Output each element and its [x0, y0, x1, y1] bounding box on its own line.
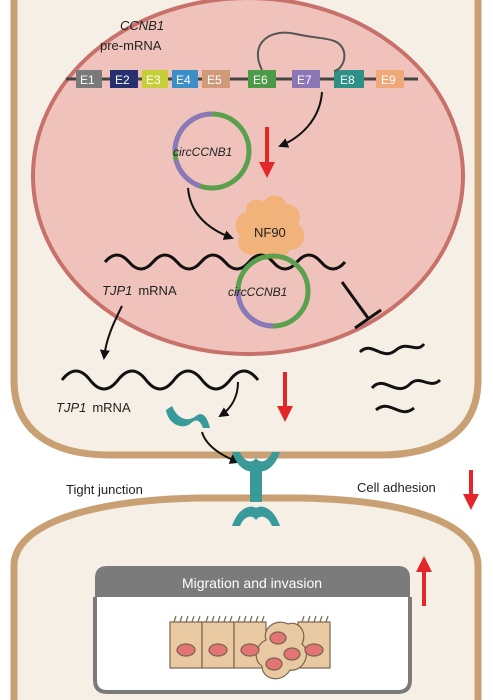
svg-text:E5: E5	[207, 73, 222, 87]
red-down-arrow-adhesion	[463, 470, 479, 510]
splice-arrow	[278, 91, 323, 148]
exon-1: E1	[76, 70, 102, 88]
nf90-label: NF90	[254, 225, 286, 240]
tjp1-mrna-wave-cytoplasm	[60, 369, 260, 391]
svg-text:E4: E4	[176, 73, 191, 87]
svg-text:E9: E9	[381, 73, 396, 87]
exon-4: E4	[172, 70, 198, 88]
inhibition-line	[340, 281, 382, 330]
svg-text:E7: E7	[297, 73, 312, 87]
red-down-arrow-cytoplasm	[277, 372, 293, 422]
red-up-arrow-migration	[416, 556, 432, 606]
circccnb1-label-top: circCCNB1	[173, 145, 232, 159]
circccnb1-ring-bottom	[235, 253, 311, 329]
exon-8: E8	[334, 70, 364, 88]
gene-subtitle: pre-mRNA	[100, 38, 162, 53]
tight-junction-protein	[232, 452, 280, 526]
svg-text:E3: E3	[146, 73, 161, 87]
junction-arrow	[201, 431, 240, 464]
cell-adhesion-label: Cell adhesion	[357, 480, 436, 495]
nucleus	[31, 0, 465, 356]
exon-6: E6	[248, 70, 276, 88]
mrna-export-arrow	[99, 305, 123, 360]
exon-3: E3	[142, 70, 168, 88]
nf90-protein	[235, 195, 305, 261]
degraded-mrna	[358, 342, 442, 414]
svg-text:E8: E8	[340, 73, 355, 87]
svg-text:E6: E6	[253, 73, 268, 87]
exon-2: E2	[110, 70, 138, 88]
svg-text:E1: E1	[80, 73, 95, 87]
tjp1-mrna-wave-nucleus	[103, 253, 347, 271]
circ-to-nf90-arrow	[187, 187, 234, 240]
exon-9: E9	[376, 70, 404, 88]
circccnb1-label-bottom: circCCNB1	[228, 285, 287, 299]
gene-name: CCNB1	[120, 18, 164, 33]
red-down-arrow-nucleus	[259, 127, 275, 178]
tissue-cells	[169, 615, 331, 680]
tight-junction-label: Tight junction	[66, 482, 143, 497]
exon-7: E7	[292, 70, 320, 88]
svg-text:E2: E2	[115, 73, 130, 87]
translation-arrow	[218, 381, 239, 418]
exon-5: E5	[202, 70, 230, 88]
tjp1-protein-small	[166, 406, 210, 428]
migration-label: Migration and invasion	[182, 575, 322, 591]
circccnb1-ring-top	[172, 111, 252, 191]
back-splice-loop	[256, 31, 346, 72]
